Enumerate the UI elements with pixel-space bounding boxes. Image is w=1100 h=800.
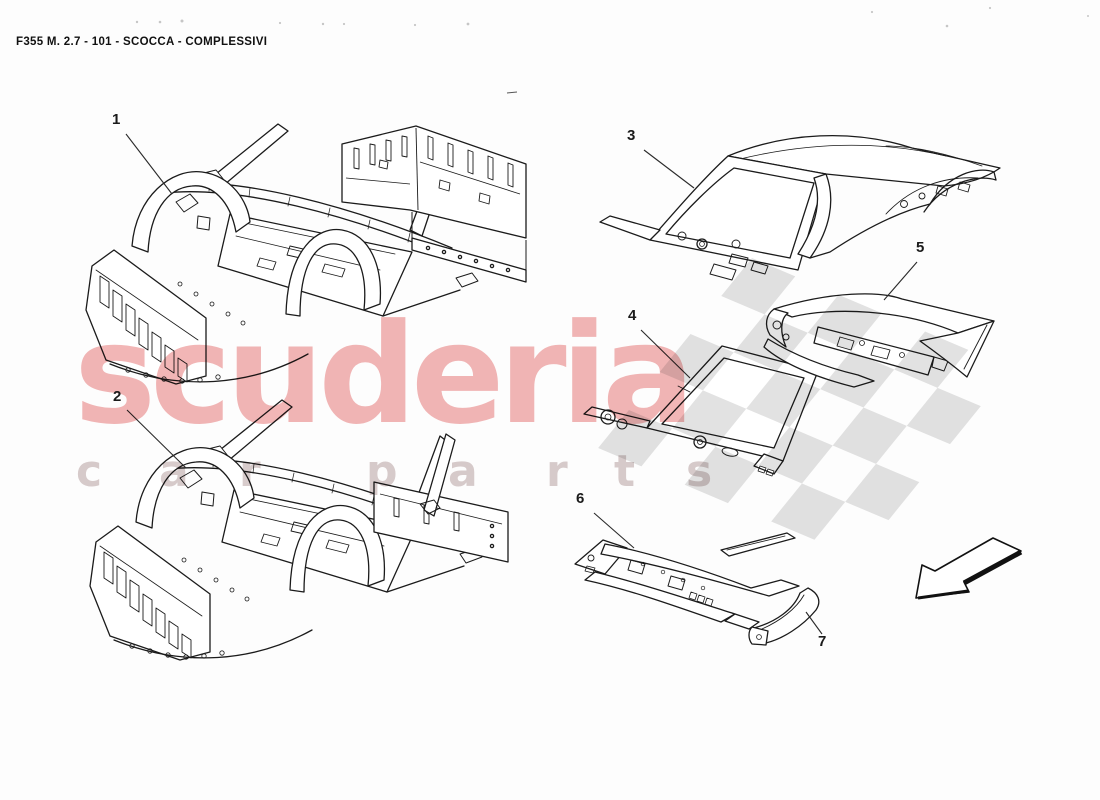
part-3-drawing [599, 134, 1001, 281]
callout-part-4[interactable]: 4 [628, 307, 637, 324]
callout-part-3[interactable]: 3 [627, 127, 636, 144]
direction-arrow-icon [915, 537, 1023, 600]
tagline-letter: p [366, 446, 398, 497]
brand-watermark: scuderia [74, 294, 695, 455]
callout-part-5[interactable]: 5 [916, 239, 925, 256]
tagline-letter: a [448, 446, 478, 497]
callout-part-6[interactable]: 6 [576, 490, 585, 507]
part-5-drawing [763, 293, 995, 388]
tagline-letter: a [159, 446, 189, 497]
tagline-letter: r [546, 446, 568, 497]
b-pillar [797, 173, 832, 259]
tagline-letter: r [239, 446, 261, 497]
callout-part-1[interactable]: 1 [112, 111, 121, 128]
tagline-letter: s [686, 446, 713, 497]
part-6-drawing [574, 532, 800, 630]
scan-specks [135, 6, 1089, 28]
part-7-drawing [748, 587, 820, 646]
callout-part-2[interactable]: 2 [113, 388, 122, 405]
rear-bulkhead [341, 125, 527, 283]
catalog-title: F355 M. 2.7 - 101 - SCOCCA - COMPLESSIVI [16, 36, 268, 48]
quarter-frame [923, 169, 997, 213]
tagline-letter: t [614, 446, 636, 497]
callout-part-7[interactable]: 7 [818, 633, 827, 650]
tagline-letter: c [76, 446, 103, 497]
